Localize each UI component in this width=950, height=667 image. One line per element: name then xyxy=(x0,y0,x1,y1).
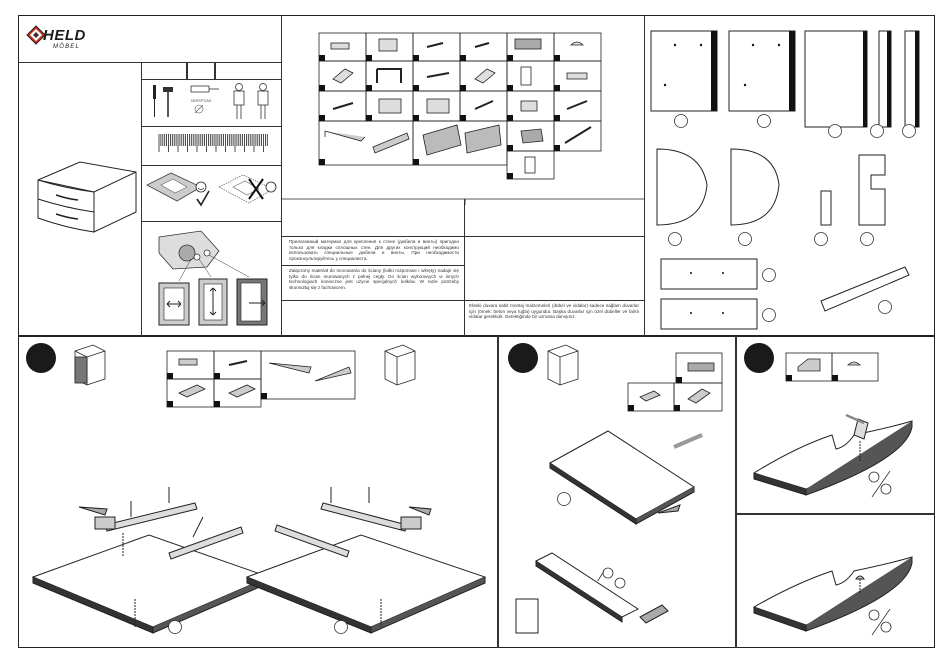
tools-divider-1 xyxy=(186,62,188,80)
step-1-illustration xyxy=(31,344,487,634)
notice-turkish: Ekteki duvara sabit montaj malzemeleri (… xyxy=(469,303,639,320)
rule-cell xyxy=(141,126,282,166)
brand-sub: MÖBEL xyxy=(53,44,81,50)
happy-face-icon xyxy=(195,181,207,193)
cabinet-box-icon xyxy=(74,344,106,386)
cross-icon xyxy=(248,178,264,200)
notice-blank-box xyxy=(281,300,465,336)
step-2-marker xyxy=(508,343,538,373)
notice-polish: Załączony materiał do mocowania do ścian… xyxy=(289,268,459,290)
top-panel xyxy=(18,15,935,336)
person-icon-2 xyxy=(257,83,269,119)
brand-name: HELD xyxy=(43,27,86,44)
step-divider-2 xyxy=(735,336,737,648)
step-2-illustration: ⁄ xyxy=(515,344,723,634)
two-times-mark-1: ⁄ xyxy=(597,568,605,584)
wrong-placement xyxy=(218,174,277,204)
horizontal-adjust-panel xyxy=(158,282,190,326)
notice-grid-top xyxy=(281,199,465,237)
vertical-adjust-panel xyxy=(198,278,228,326)
notice-russian: Прилагаемый материал для крепления к сте… xyxy=(289,239,459,261)
logo-diamond-icon xyxy=(26,25,46,45)
held-logo: HELD MÖBEL xyxy=(26,23,96,53)
depth-adjust-panel xyxy=(236,278,268,326)
notice-right-mid xyxy=(464,265,645,301)
step-3-illustration xyxy=(752,352,913,636)
cabinet-box-icon-3 xyxy=(547,344,579,386)
cabinet-illustration xyxy=(37,161,137,233)
placement-cell xyxy=(141,165,282,222)
checkmark-icon xyxy=(196,190,210,207)
cabinet-box-icon-2 xyxy=(384,344,416,386)
tools-illustration xyxy=(153,83,269,119)
sad-face-icon xyxy=(265,181,277,193)
bottom-panel xyxy=(18,336,935,648)
screwdriver-icon xyxy=(153,85,156,117)
step-3-marker xyxy=(744,343,774,373)
drill-icon xyxy=(190,85,219,114)
drill-caption: NERSPTIAM xyxy=(191,99,212,103)
hinge-adjustment-illustration xyxy=(158,230,268,326)
notice-right-top xyxy=(464,199,645,237)
product-cell xyxy=(18,62,142,336)
panels-parts-list xyxy=(650,30,920,330)
placement-illustration xyxy=(146,172,277,207)
tools-cell xyxy=(141,62,282,80)
tools-icons-cell xyxy=(141,79,282,127)
hammer-icon xyxy=(163,87,173,117)
correct-placement xyxy=(146,172,210,207)
step3-divider xyxy=(735,513,935,515)
ruler-illustration xyxy=(158,134,268,152)
step-1-marker xyxy=(26,343,56,373)
hardware-parts-grid xyxy=(281,32,645,205)
tools-divider-2 xyxy=(214,62,216,80)
person-icon-1 xyxy=(233,83,245,119)
notice-ru-box xyxy=(281,236,465,266)
parts-cell xyxy=(281,15,645,336)
step-divider-1 xyxy=(497,336,499,648)
notice-pl-box xyxy=(281,265,465,301)
